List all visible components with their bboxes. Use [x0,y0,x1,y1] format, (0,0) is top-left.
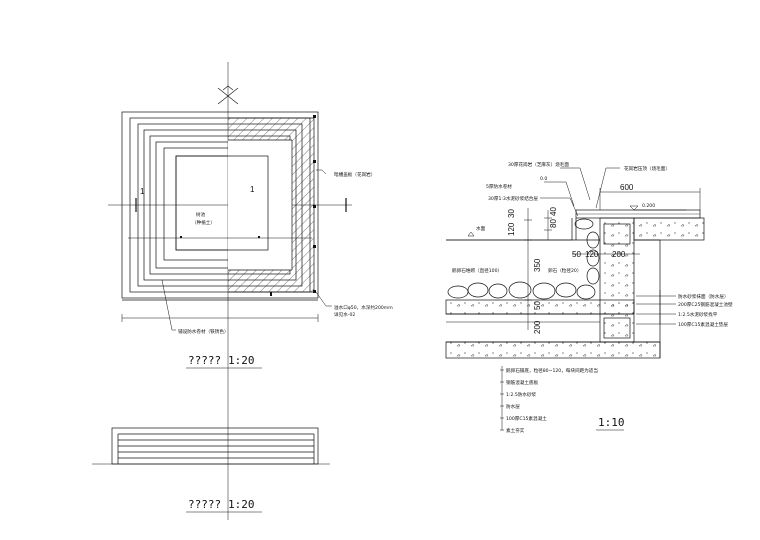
callout-bottom-2: 1:2.5防水砂浆 [506,391,537,398]
pool-label-2: （种植土） [192,219,215,226]
floor-base [445,341,661,359]
callout-right-1: 200厚C25钢筋混凝土池壁 [678,301,733,308]
pool-wall [599,217,635,343]
dim-80: 80 [549,219,558,228]
dim-200b: 200 [533,320,542,334]
label-stones: 鹅卵石堆砌（直径100） [452,267,502,274]
label-pebbles: 卵石（粒径20） [548,267,581,274]
callout-right-2: 1:2.5水泥砂浆找平 [678,311,718,318]
dim-50a: 50 [572,250,581,259]
callout-bottom-5: 素土夯实 [506,427,525,434]
callout-bottom-3: 防水层 [506,403,520,410]
section-mark-label-right: 1 [140,187,145,196]
dim-40: 40 [549,207,558,216]
dim-120b: 120 [585,250,599,259]
dim-30: 30 [507,209,516,218]
elevation-scale: 1:20 [228,498,255,511]
plan-note-2b: 详见水-02 [334,311,355,318]
plan-anchors [180,115,316,296]
section-scale: 1:10 [598,416,625,429]
dim-level-0-200: 0.200 [642,203,655,209]
callout-bottom-4: 100厚C15素混凝土 [506,415,547,422]
elevation-view [92,427,330,513]
callout-bottom-1: 钢筋混凝土底板 [506,379,539,386]
section-mark-label-left: 1 [250,185,255,194]
plan-note-3: 铺设防水卷材（铁锈色） [178,328,229,335]
plan-title: ????? [188,354,221,367]
dim-level-0-0: 0.0 [540,176,547,182]
pebbles [447,218,600,300]
callout-bottom-0: 鹅卵石铺底，粒径80~120，每块间距为适当 [506,367,598,374]
dim-600: 600 [620,183,634,192]
callout-right-3: 100厚C15素混凝土垫层 [678,321,728,328]
dim-120: 120 [507,222,516,236]
water-label: 水面 [476,225,486,232]
plan-note-1: 暗槽盖板（花岗岩） [334,171,375,178]
plan-scale: 1:20 [228,354,255,367]
callout-top-2: 30厚1:3水泥砂浆结合层 [488,195,538,202]
plan-note-2: 溢水口φ50，水深约200mm [334,304,393,311]
plan-outer [121,111,319,299]
callout-top-0: 30厚花岗岩（芝麻灰）烧毛面 [508,161,569,168]
pool-label-1: 树池 [196,211,206,218]
callout-top-1: 5厚防水卷材 [486,183,512,190]
dim-200a: 200 [612,250,626,259]
north-marker-icon [217,85,239,105]
callout-right-0: 防水砂浆抹面（防水层） [678,293,729,300]
section-view [445,167,705,431]
dim-50b: 50 [533,301,542,310]
callout-top-right: 花岗岩压顶（烧毛面） [624,165,670,172]
plan-view [108,62,352,520]
dim-350: 350 [533,258,542,272]
elevation-title: ????? [188,498,221,511]
